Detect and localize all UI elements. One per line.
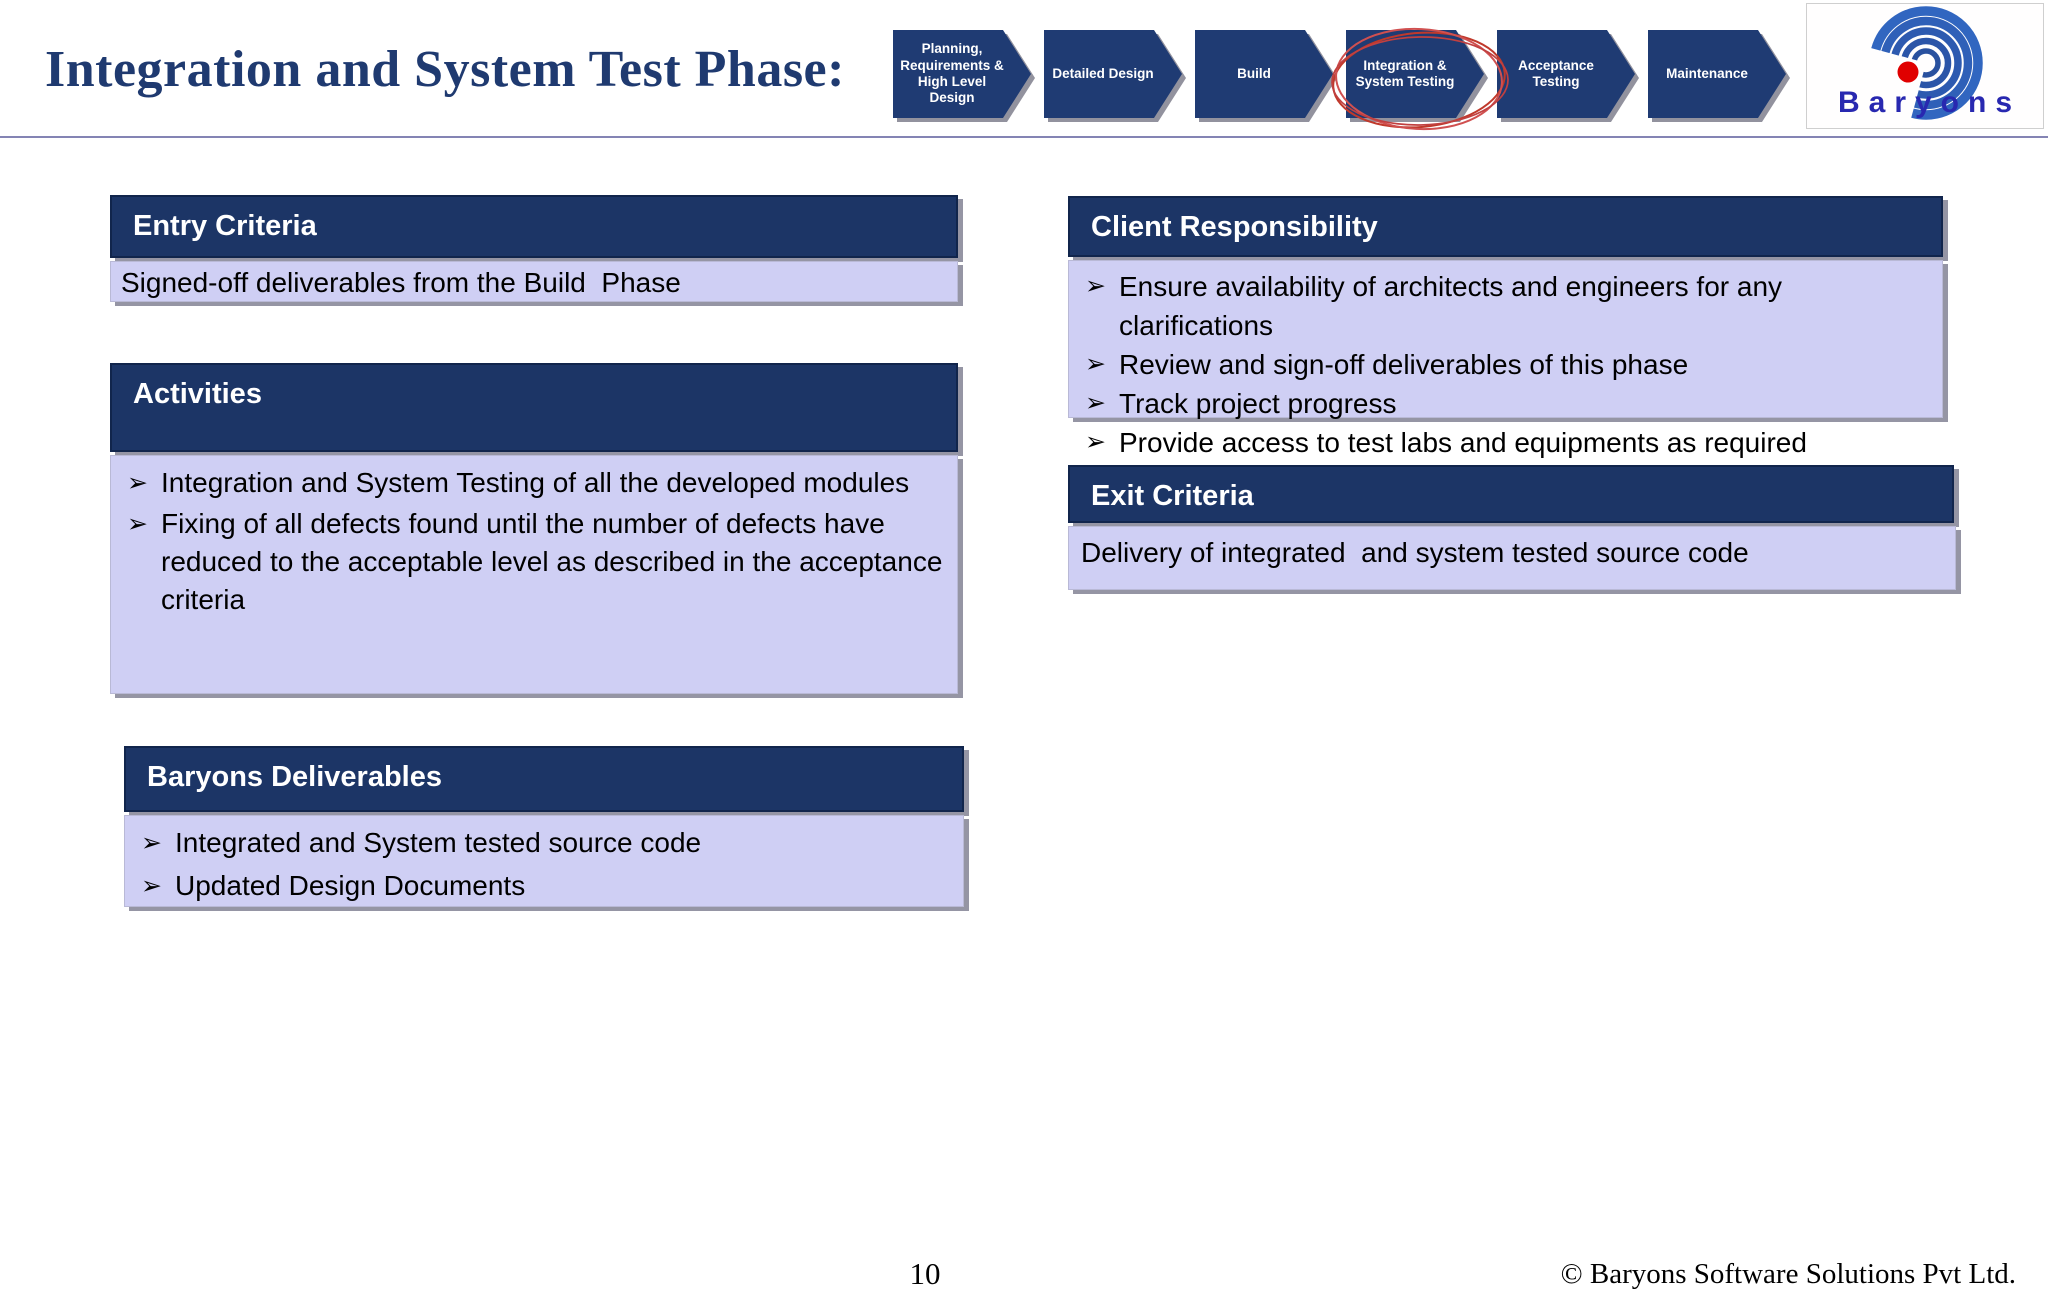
activities-header: Activities [110,363,958,452]
company-logo: Baryons [1806,3,2044,129]
bullet-text: Review and sign-off deliverables of this… [1119,349,1689,380]
list-item: ➢ Fixing of all defects found until the … [111,505,957,619]
arrow-bullet-icon: ➢ [1085,389,1106,417]
logo-text: Baryons [1837,86,2022,119]
page-title: Integration and System Test Phase: [45,41,845,98]
flow-step-label: Integration & System Testing [1355,57,1455,89]
bullet-text: Ensure availability of architects and en… [1119,271,1783,341]
client-responsibility-header: Client Responsibility [1068,196,1943,257]
bullet-text: Fixing of all defects found until the nu… [161,508,943,615]
arrow-bullet-icon: ➢ [1085,350,1106,378]
chevron-shape: Acceptance Testing [1497,30,1635,118]
entry-criteria-header: Entry Criteria [110,195,958,258]
list-item: ➢ Updated Design Documents [125,866,963,906]
client-responsibility-body: ➢ Ensure availability of architects and … [1068,260,1943,458]
list-item: ➢ Integrated and System tested source co… [125,823,963,863]
list-item: ➢ Provide access to test labs and equipm… [1069,423,1942,462]
bullet-text: Integrated and System tested source code [175,827,702,858]
page-number: 10 [909,1256,941,1291]
entry-criteria-body: Signed-off deliverables from the Build P… [110,261,958,302]
arrow-bullet-icon: ➢ [141,872,162,900]
arrow-bullet-icon: ➢ [141,829,162,857]
panel-title: Client Responsibility [1091,211,1378,243]
baryons-deliverables-body: ➢ Integrated and System tested source co… [124,815,964,907]
flow-step-detailed-design: Detailed Design [1044,30,1182,118]
exit-criteria-header: Exit Criteria [1068,465,1954,523]
arrow-bullet-icon: ➢ [1085,272,1106,300]
flow-step-label: Planning, Requirements & High Level Desi… [900,41,1004,106]
bullet-text: Integration and System Testing of all th… [161,467,910,498]
list-item: ➢ Track project progress [1069,384,1942,423]
list-item: ➢ Integration and System Testing of all … [111,464,957,502]
bullet-text: Provide access to test labs and equipmen… [1119,427,1807,458]
chevron-shape: Planning, Requirements & High Level Desi… [893,30,1031,118]
flow-step-planning: Planning, Requirements & High Level Desi… [893,30,1031,118]
flow-step-label: Detailed Design [1052,65,1154,81]
flow-step-maintenance: Maintenance [1648,30,1786,118]
list-item: ➢ Ensure availability of architects and … [1069,267,1942,345]
arrow-bullet-icon: ➢ [127,510,148,538]
arrow-bullet-icon: ➢ [127,469,148,497]
flow-step-build: Build [1195,30,1333,118]
flow-step-acceptance-testing: Acceptance Testing [1497,30,1635,118]
bullet-text: Track project progress [1119,388,1397,419]
flow-step-label: Acceptance Testing [1518,57,1594,89]
baryons-deliverables-header: Baryons Deliverables [124,746,964,812]
panel-title: Exit Criteria [1091,480,1254,512]
panel-text: Signed-off deliverables from the Build P… [121,267,681,298]
highlight-ellipse-icon [1331,27,1509,131]
exit-criteria-body: Delivery of integrated and system tested… [1068,526,1956,590]
bullet-text: Updated Design Documents [175,870,526,901]
header-divider [0,136,2048,138]
flow-step-label: Build [1237,65,1271,81]
list-item: ➢ Review and sign-off deliverables of th… [1069,345,1942,384]
chevron-shape: Build [1195,30,1333,118]
copyright: © Baryons Software Solutions Pvt Ltd. [1560,1258,2016,1290]
logo-dot [1897,61,1919,83]
chevron-shape: Maintenance [1648,30,1786,118]
panel-title: Entry Criteria [133,210,317,242]
activities-body: ➢ Integration and System Testing of all … [110,455,958,694]
flow-step-label: Maintenance [1666,65,1748,81]
arrow-bullet-icon: ➢ [1085,428,1106,456]
logo-arcs-icon [1869,6,1983,120]
chevron-shape: Detailed Design [1044,30,1182,118]
panel-title: Baryons Deliverables [147,761,442,793]
panel-title: Activities [133,378,262,410]
panel-text: Delivery of integrated and system tested… [1081,537,1749,568]
